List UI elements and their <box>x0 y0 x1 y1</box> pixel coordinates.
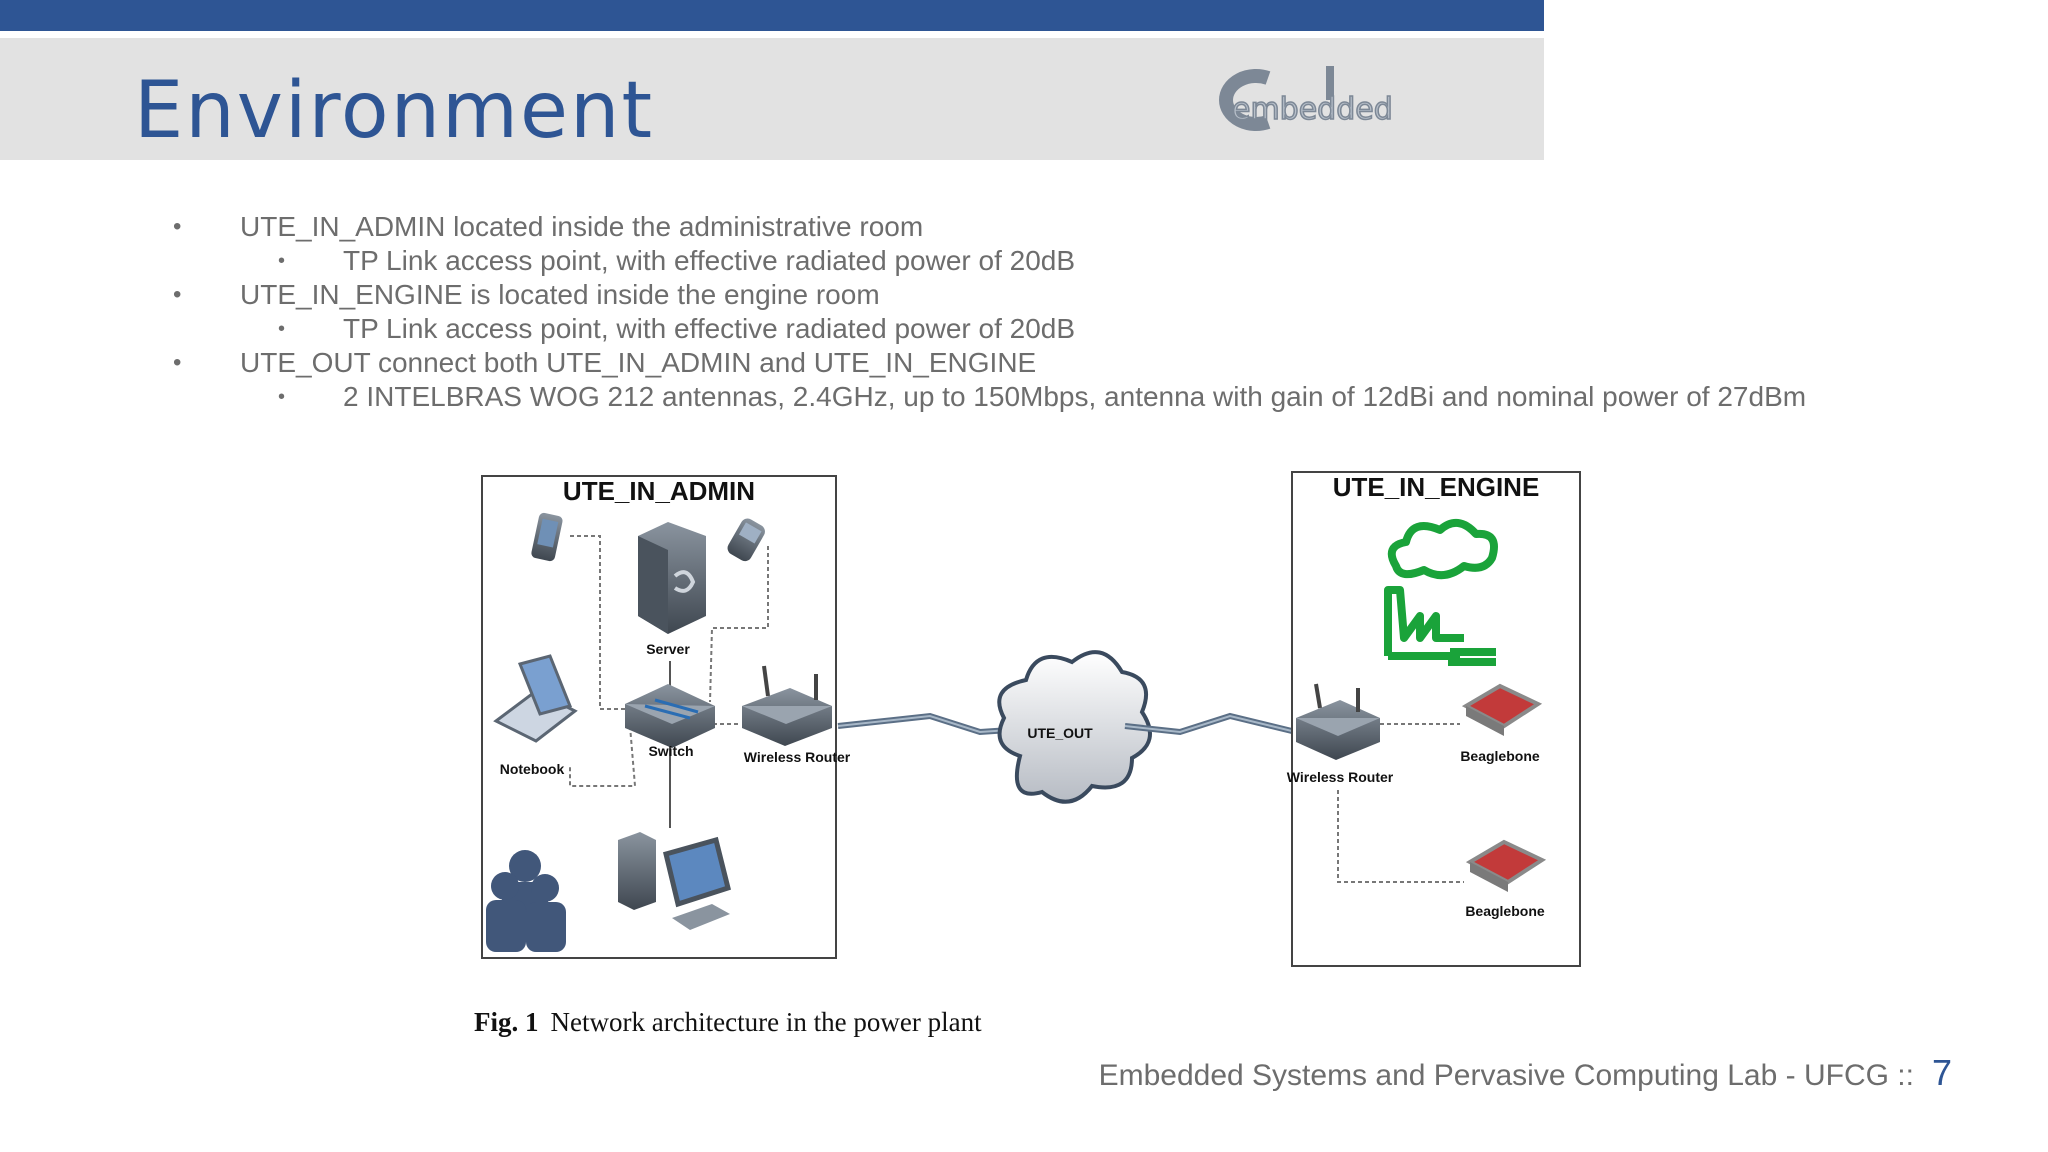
notebook-icon <box>493 654 578 743</box>
switch-label: Switch <box>648 743 693 759</box>
beaglebone-label: Beaglebone <box>1460 748 1540 764</box>
factory-icon <box>1384 519 1498 666</box>
embedded-logo: embedded <box>1219 66 1394 131</box>
router-admin-label: Wireless Router <box>744 749 851 765</box>
figure-caption: Fig. 1 Network architecture in the power … <box>474 1007 982 1038</box>
users-icon <box>486 850 566 952</box>
wireless-router-icon <box>1296 683 1380 760</box>
server-label: Server <box>646 641 690 657</box>
figure-caption-text: Network architecture in the power plant <box>550 1007 982 1037</box>
bullet-dot: • <box>173 213 182 240</box>
wireless-link-highlight <box>1124 714 1297 734</box>
bullet-dot: • <box>278 250 286 272</box>
bullet-list: • UTE_IN_ADMIN located inside the adminis… <box>0 210 1806 414</box>
page-number: 7 <box>1931 1052 1952 1093</box>
server-icon <box>638 522 706 634</box>
title-band <box>0 38 1544 160</box>
figure-number: Fig. 1 <box>474 1007 539 1037</box>
bullet-dot: • <box>173 349 182 376</box>
slide-title: Environment <box>134 66 655 156</box>
bullet-item: • UTE_OUT connect both UTE_IN_ADMIN and U… <box>0 346 1806 380</box>
bullet-text: TP Link access point, with effective rad… <box>343 313 1076 344</box>
bullet-dot: • <box>173 281 182 308</box>
bullet-dot: • <box>278 386 286 408</box>
network-diagram: UTE_IN_ADMIN Server Switch Notebook <box>481 471 1581 967</box>
router-engine-label: Wireless Router <box>1287 769 1394 785</box>
sub-bullet-item: • TP Link access point, with effective ra… <box>0 244 1806 278</box>
sub-bullet-item: • 2 INTELBRAS WOG 212 antennas, 2.4GHz, u… <box>0 380 1806 414</box>
cloud-label: UTE_OUT <box>1027 725 1093 741</box>
switch-icon <box>625 684 715 748</box>
bullet-text: TP Link access point, with effective rad… <box>343 245 1076 276</box>
wireless-router-icon <box>742 665 832 746</box>
desktop-computer-icon <box>618 832 731 930</box>
phone-icon <box>531 512 563 562</box>
bullet-text: UTE_IN_ADMIN located inside the administ… <box>240 211 924 242</box>
bullet-item: • UTE_IN_ENGINE is located inside the eng… <box>0 278 1806 312</box>
notebook-label: Notebook <box>500 761 565 777</box>
top-accent-bar <box>0 0 1544 31</box>
footer-text: Embedded Systems and Pervasive Computing… <box>1098 1059 1914 1092</box>
bullet-text: UTE_IN_ENGINE is located inside the engi… <box>240 279 880 310</box>
bullet-dot: • <box>278 318 286 340</box>
bullet-text: 2 INTELBRAS WOG 212 antennas, 2.4GHz, up… <box>343 381 1807 412</box>
beaglebone-label: Beaglebone <box>1465 903 1545 919</box>
logo-text: embedded <box>1232 92 1393 127</box>
bullet-text: UTE_OUT connect both UTE_IN_ADMIN and UT… <box>240 347 1037 378</box>
admin-title: UTE_IN_ADMIN <box>563 476 755 506</box>
beaglebone-icon <box>1461 683 1543 736</box>
engine-cables <box>1337 723 1464 883</box>
beaglebone-icon <box>1465 839 1547 892</box>
footer: Embedded Systems and Pervasive Computing… <box>1099 1052 1952 1094</box>
sub-bullet-item: • TP Link access point, with effective ra… <box>0 312 1806 346</box>
phone-icon <box>727 518 765 562</box>
engine-title: UTE_IN_ENGINE <box>1333 472 1540 502</box>
cloud-icon <box>997 650 1152 804</box>
bullet-item: • UTE_IN_ADMIN located inside the adminis… <box>0 210 1806 244</box>
